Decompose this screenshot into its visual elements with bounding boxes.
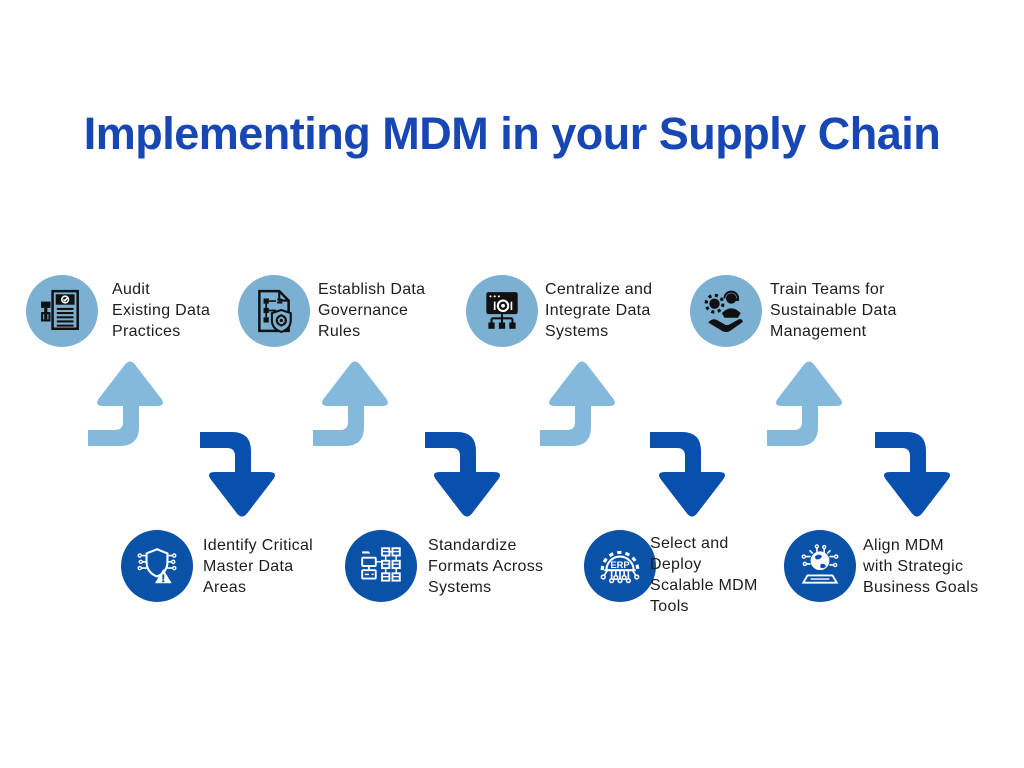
audit-checklist-icon (41, 289, 79, 331)
flow-arrow-down-2 (425, 432, 505, 518)
step-standardize-line-2: Formats Across (428, 558, 544, 575)
step-governance-line-1: Establish Data (318, 281, 426, 298)
integrate-systems-icon (486, 292, 518, 329)
step-align-circle (784, 530, 856, 602)
critical-data-shield-icon (137, 548, 177, 584)
step-tools-circle: ERP (584, 530, 656, 602)
step-align-line-3: Business Goals (863, 579, 979, 596)
step-tools-line-1: Select and (650, 535, 729, 552)
page-title: Implementing MDM in your Supply Chain (83, 108, 941, 159)
flow-arrow-down-3 (650, 432, 730, 518)
flow-arrow-up-3 (540, 360, 620, 446)
step-train-line-2: Sustainable Data (770, 302, 897, 319)
step-standardize-label: Standardize Formats Across Systems (428, 535, 543, 598)
step-tools-line-2: Deploy (650, 556, 702, 573)
step-identify-line-3: Areas (203, 579, 247, 596)
step-audit-circle (26, 275, 98, 347)
step-train-line-1: Train Teams for (770, 281, 885, 298)
step-integrate-line-1: Centralize and (545, 281, 653, 298)
step-train-label: Train Teams for Sustainable Data Managem… (770, 279, 897, 342)
step-standardize-line-3: Systems (428, 579, 492, 596)
flow-arrow-up-1 (88, 360, 168, 446)
flow-arrow-down-1 (200, 432, 280, 518)
step-governance-line-2: Governance (318, 302, 409, 319)
governance-document-icon (258, 289, 292, 334)
step-governance-label: Establish Data Governance Rules (318, 279, 425, 342)
step-integrate-line-2: Integrate Data (545, 302, 651, 319)
flow-arrow-up-2 (313, 360, 393, 446)
step-integrate-circle (466, 275, 538, 347)
step-tools-line-4: Tools (650, 598, 689, 615)
step-audit-line-2: Existing Data (112, 302, 211, 319)
step-standardize-circle (345, 530, 417, 602)
flow-arrow-up-4 (767, 360, 847, 446)
step-identify-line-2: Master Data (203, 558, 294, 575)
step-tools-label: Select and Deploy Scalable MDM Tools (650, 533, 758, 617)
train-teams-icon (704, 290, 743, 333)
step-audit-line-1: Audit (112, 281, 150, 298)
step-identify-circle (121, 530, 193, 602)
step-standardize-line-1: Standardize (428, 537, 517, 554)
step-integrate-label: Centralize and Integrate Data Systems (545, 279, 652, 342)
step-train-circle (690, 275, 762, 347)
step-audit-label: Audit Existing Data Practices (112, 279, 210, 342)
standardize-formats-icon (361, 547, 401, 582)
step-align-line-1: Align MDM (863, 537, 944, 554)
flow-arrow-down-4 (875, 432, 955, 518)
erp-badge-text: ERP (610, 559, 629, 570)
erp-tools-icon: ERP (600, 550, 640, 584)
step-identify-label: Identify Critical Master Data Areas (203, 535, 313, 598)
step-identify-line-1: Identify Critical (203, 537, 314, 554)
step-governance-circle (238, 275, 310, 347)
step-audit-line-3: Practices (112, 323, 181, 340)
step-tools-line-3: Scalable MDM (650, 577, 758, 594)
align-goals-globe-icon (801, 544, 839, 584)
step-align-label: Align MDM with Strategic Business Goals (863, 535, 978, 598)
step-align-line-2: with Strategic (863, 558, 964, 575)
step-integrate-line-3: Systems (545, 323, 609, 340)
step-governance-line-3: Rules (318, 323, 361, 340)
step-train-line-3: Management (770, 323, 867, 340)
